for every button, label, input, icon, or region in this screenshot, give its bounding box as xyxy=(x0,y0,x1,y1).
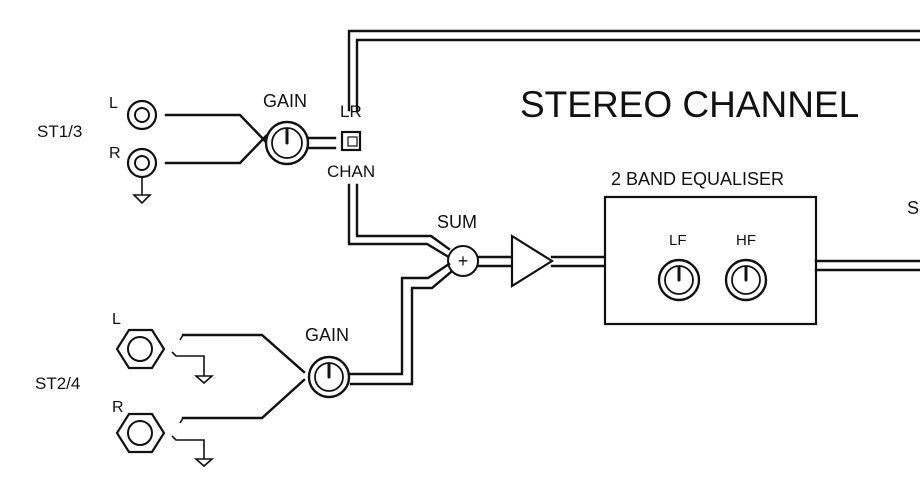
lr-chan-switch-section: LR CHAN xyxy=(327,102,375,181)
st13-label: ST1/3 xyxy=(37,122,82,141)
edge-cut-label: S xyxy=(907,198,919,218)
st24-left-jack[interactable] xyxy=(115,328,166,370)
switch-lr-label: LR xyxy=(340,102,362,121)
lr-chan-switch[interactable] xyxy=(340,130,362,152)
st24-to-sum-wires xyxy=(349,262,453,386)
st24-gain-knob[interactable] xyxy=(307,355,351,399)
st13-left-rca-jack[interactable] xyxy=(126,99,158,131)
switch-chan-label: CHAN xyxy=(327,162,375,181)
top-routing-bus xyxy=(347,29,920,112)
sum-plus-symbol: + xyxy=(458,251,469,271)
eq-hf-label: HF xyxy=(736,232,756,249)
st13-gain-label: GAIN xyxy=(263,91,307,111)
eq-hf-knob[interactable] xyxy=(724,258,768,302)
st13-left-label: L xyxy=(109,95,118,112)
st13-input-section: ST1/3 L R GAIN xyxy=(37,91,337,205)
eq-lf-knob[interactable] xyxy=(657,258,701,302)
st24-input-section: ST2/4 L R GAIN xyxy=(35,311,351,468)
equaliser-box xyxy=(603,195,818,326)
st24-gain-label: GAIN xyxy=(305,325,349,345)
st13-ground-symbol xyxy=(132,177,152,205)
st24-right-jack[interactable] xyxy=(115,412,166,454)
st24-left-label: L xyxy=(112,311,121,328)
st24-right-label: R xyxy=(112,399,124,416)
eq-lf-label: LF xyxy=(669,232,687,249)
sum-label: SUM xyxy=(437,212,477,232)
amplifier-symbol xyxy=(510,234,555,288)
st24-label: ST2/4 xyxy=(35,374,80,393)
st13-right-label: R xyxy=(109,145,121,162)
diagram-title: STEREO CHANNEL xyxy=(520,84,859,125)
st13-gain-knob[interactable] xyxy=(264,120,310,166)
sum-node: + xyxy=(447,245,479,277)
st13-right-rca-jack[interactable] xyxy=(126,147,158,179)
switch-to-sum-wires xyxy=(347,183,451,258)
equaliser-label: 2 BAND EQUALISER xyxy=(611,169,784,189)
